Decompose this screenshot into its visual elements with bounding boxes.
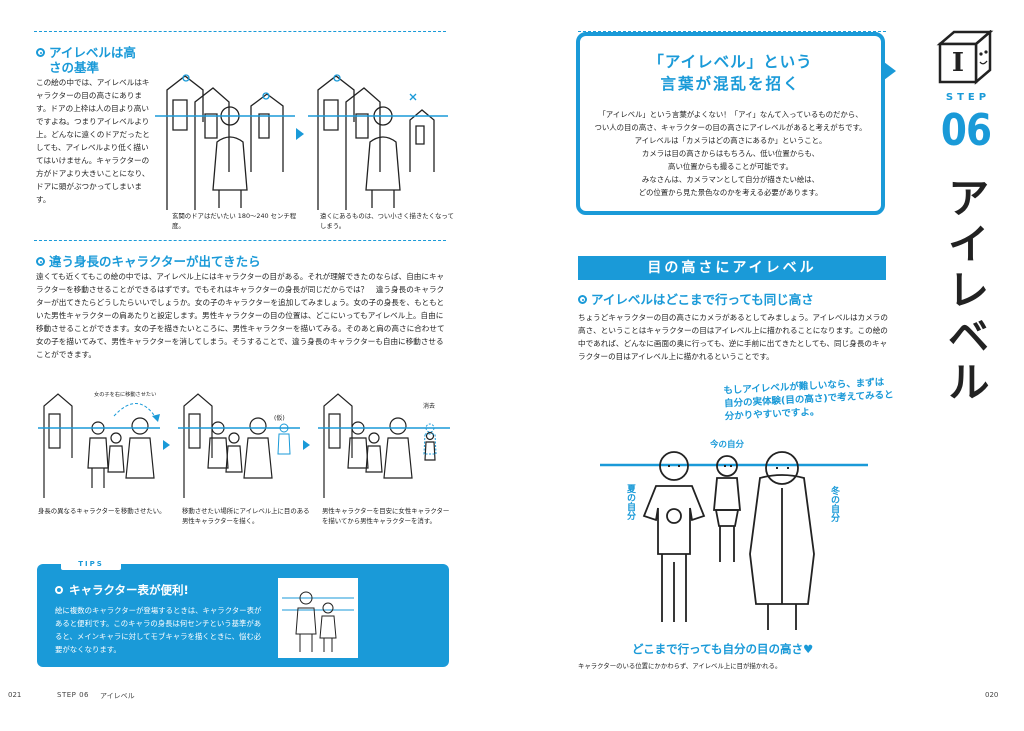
note-temporary: (仮) <box>274 415 285 422</box>
height-move-illustration-1 <box>38 388 160 498</box>
bottom-handwritten-note: どこまで行っても自分の目の高さ♥ <box>632 642 814 656</box>
bullet-icon <box>36 257 45 266</box>
house-door-illustration-wrong <box>308 62 448 210</box>
tips-heading-text: キャラクター表が便利! <box>69 583 189 597</box>
section-heading-text: アイレベルは高さの基準 <box>49 45 136 75</box>
step-label: STEP <box>945 92 991 103</box>
cube-mascot-icon <box>936 30 994 86</box>
caption-move-characters: 身長の異なるキャラクターを移動させたい。 <box>38 507 166 515</box>
section-divider-left <box>34 240 446 241</box>
section-body-eye-level-standard: この絵の中では、アイレベルはキャラクターの目の高さにあります。ドアの上枠は人の目… <box>36 78 150 204</box>
bullet-icon <box>36 48 45 57</box>
tips-tag: TIPS <box>61 558 121 570</box>
caption-eye-on-level: キャラクターのいる位置にかかわらず、アイレベル上に目が描かれる。 <box>578 662 782 670</box>
callout-title-line1: 「アイレベル」という <box>648 53 813 71</box>
caption-draw-man: 移動させたい場所にアイレベル上に目のある男性キャラクターを描く。 <box>182 507 310 525</box>
character-chart-illustration <box>278 578 358 658</box>
callout-box: 「アイレベル」という 言葉が混乱を招く 「アイレベル」という言葉がよくない！「ア… <box>576 32 885 215</box>
tips-heading: キャラクター表が便利! <box>55 582 189 598</box>
tips-body: 絵に複数のキャラクターが登場するときは、キャラクター表があると便利です。このキャ… <box>55 606 262 654</box>
note-erase: 消去 <box>423 403 436 410</box>
callout-body-line: どの位置から見た景色なのかを考える必要があります。 <box>638 188 823 197</box>
section-heading-text: アイレベルはどこまで行っても同じ高さ <box>591 292 814 307</box>
label-summer-self: 夏の自分 <box>625 484 635 520</box>
handwritten-note: もしアイレベルが難しいなら、まずは自分の実体験(目の高さ)で考えてみると分かりや… <box>723 377 894 423</box>
callout-tail-icon <box>884 62 896 80</box>
callout-body-line: カメラは目の高さからはもちろん、低い位置からも、 <box>641 149 820 158</box>
arrow-right-icon <box>296 128 304 140</box>
vertical-chapter-title: アイレベル <box>941 176 990 406</box>
footer-page-number-left: 021 <box>8 691 22 699</box>
cube-letter: I <box>951 48 965 78</box>
section-heading-text: 違う身長のキャラクターが出てきたら <box>49 254 261 269</box>
caption-draw-girl-erase-man: 男性キャラクターを目安に女性キャラクターを描いてから男性キャラクターを消す。 <box>322 507 450 525</box>
footer-step-label: STEP 06 <box>57 691 89 699</box>
callout-title-line2: 言葉が混乱を招く <box>660 75 801 93</box>
callout-body: 「アイレベル」という言葉がよくない！「アイ」なんて入っているものだから、 つい人… <box>580 108 881 199</box>
footer-page-number-right: 020 <box>985 691 999 699</box>
top-dashed-rule-left <box>34 31 446 32</box>
tips-box: TIPS キャラクター表が便利! 絵に複数のキャラクターが登場するときは、キャラ… <box>37 558 449 667</box>
section-banner-text: 目の高さにアイレベル <box>647 260 817 276</box>
label-now-self: 今の自分 <box>710 440 745 450</box>
section-banner <box>578 256 886 280</box>
height-move-illustration-2 <box>178 388 300 498</box>
callout-body-line: 「アイレベル」という言葉がよくない！「アイ」なんて入っているものだから、 <box>598 110 863 119</box>
section-heading-eye-level-standard: アイレベルは高さの基準 <box>36 45 141 75</box>
bullet-icon <box>55 586 63 594</box>
section-body-same-height: ちょうどキャラクターの目の高さにカメラがあるとしてみましょう。アイレベルはカメラ… <box>578 313 888 361</box>
label-winter-self: 冬の自分 <box>829 486 839 522</box>
caption-far-objects: 遠くにあるものは、つい小さく描きたくなってしまう。 <box>320 212 454 230</box>
step-number: 06 <box>940 105 992 156</box>
callout-body-line: みなさんは、カメラマンとして自分が描きたい絵は、 <box>641 175 820 184</box>
caption-door-height: 玄関のドアはだいたい 180〜240 センチ程度。 <box>172 212 297 230</box>
height-move-illustration-3 <box>318 388 450 498</box>
callout-body-line: つい人の目の高さ、キャラクターの目の高さにアイレベルがあると考えがちです。 <box>594 123 867 132</box>
footer-title: アイレベル <box>100 692 135 700</box>
note-move-girl: 女の子を右に移動させたい <box>94 392 157 398</box>
three-self-characters-illustration <box>598 444 870 644</box>
top-dashed-rule-right <box>578 31 886 32</box>
section-body-different-heights: 遠くても近くてもこの絵の中では、アイレベル上にはキャラクターの目がある。それが理… <box>36 272 445 359</box>
arrow-right-icon <box>163 440 170 450</box>
section-heading-same-height: アイレベルはどこまで行っても同じ高さ <box>578 292 878 307</box>
house-door-illustration-correct <box>155 62 295 210</box>
bullet-icon <box>578 295 587 304</box>
callout-body-line: アイレベルは「カメラはどの高さにあるか」ということ。 <box>634 136 827 145</box>
arrow-right-icon <box>303 440 310 450</box>
section-heading-different-heights: 違う身長のキャラクターが出てきたら <box>36 254 336 269</box>
callout-body-line: 高い位置からも撮ることが可能です。 <box>668 162 793 171</box>
